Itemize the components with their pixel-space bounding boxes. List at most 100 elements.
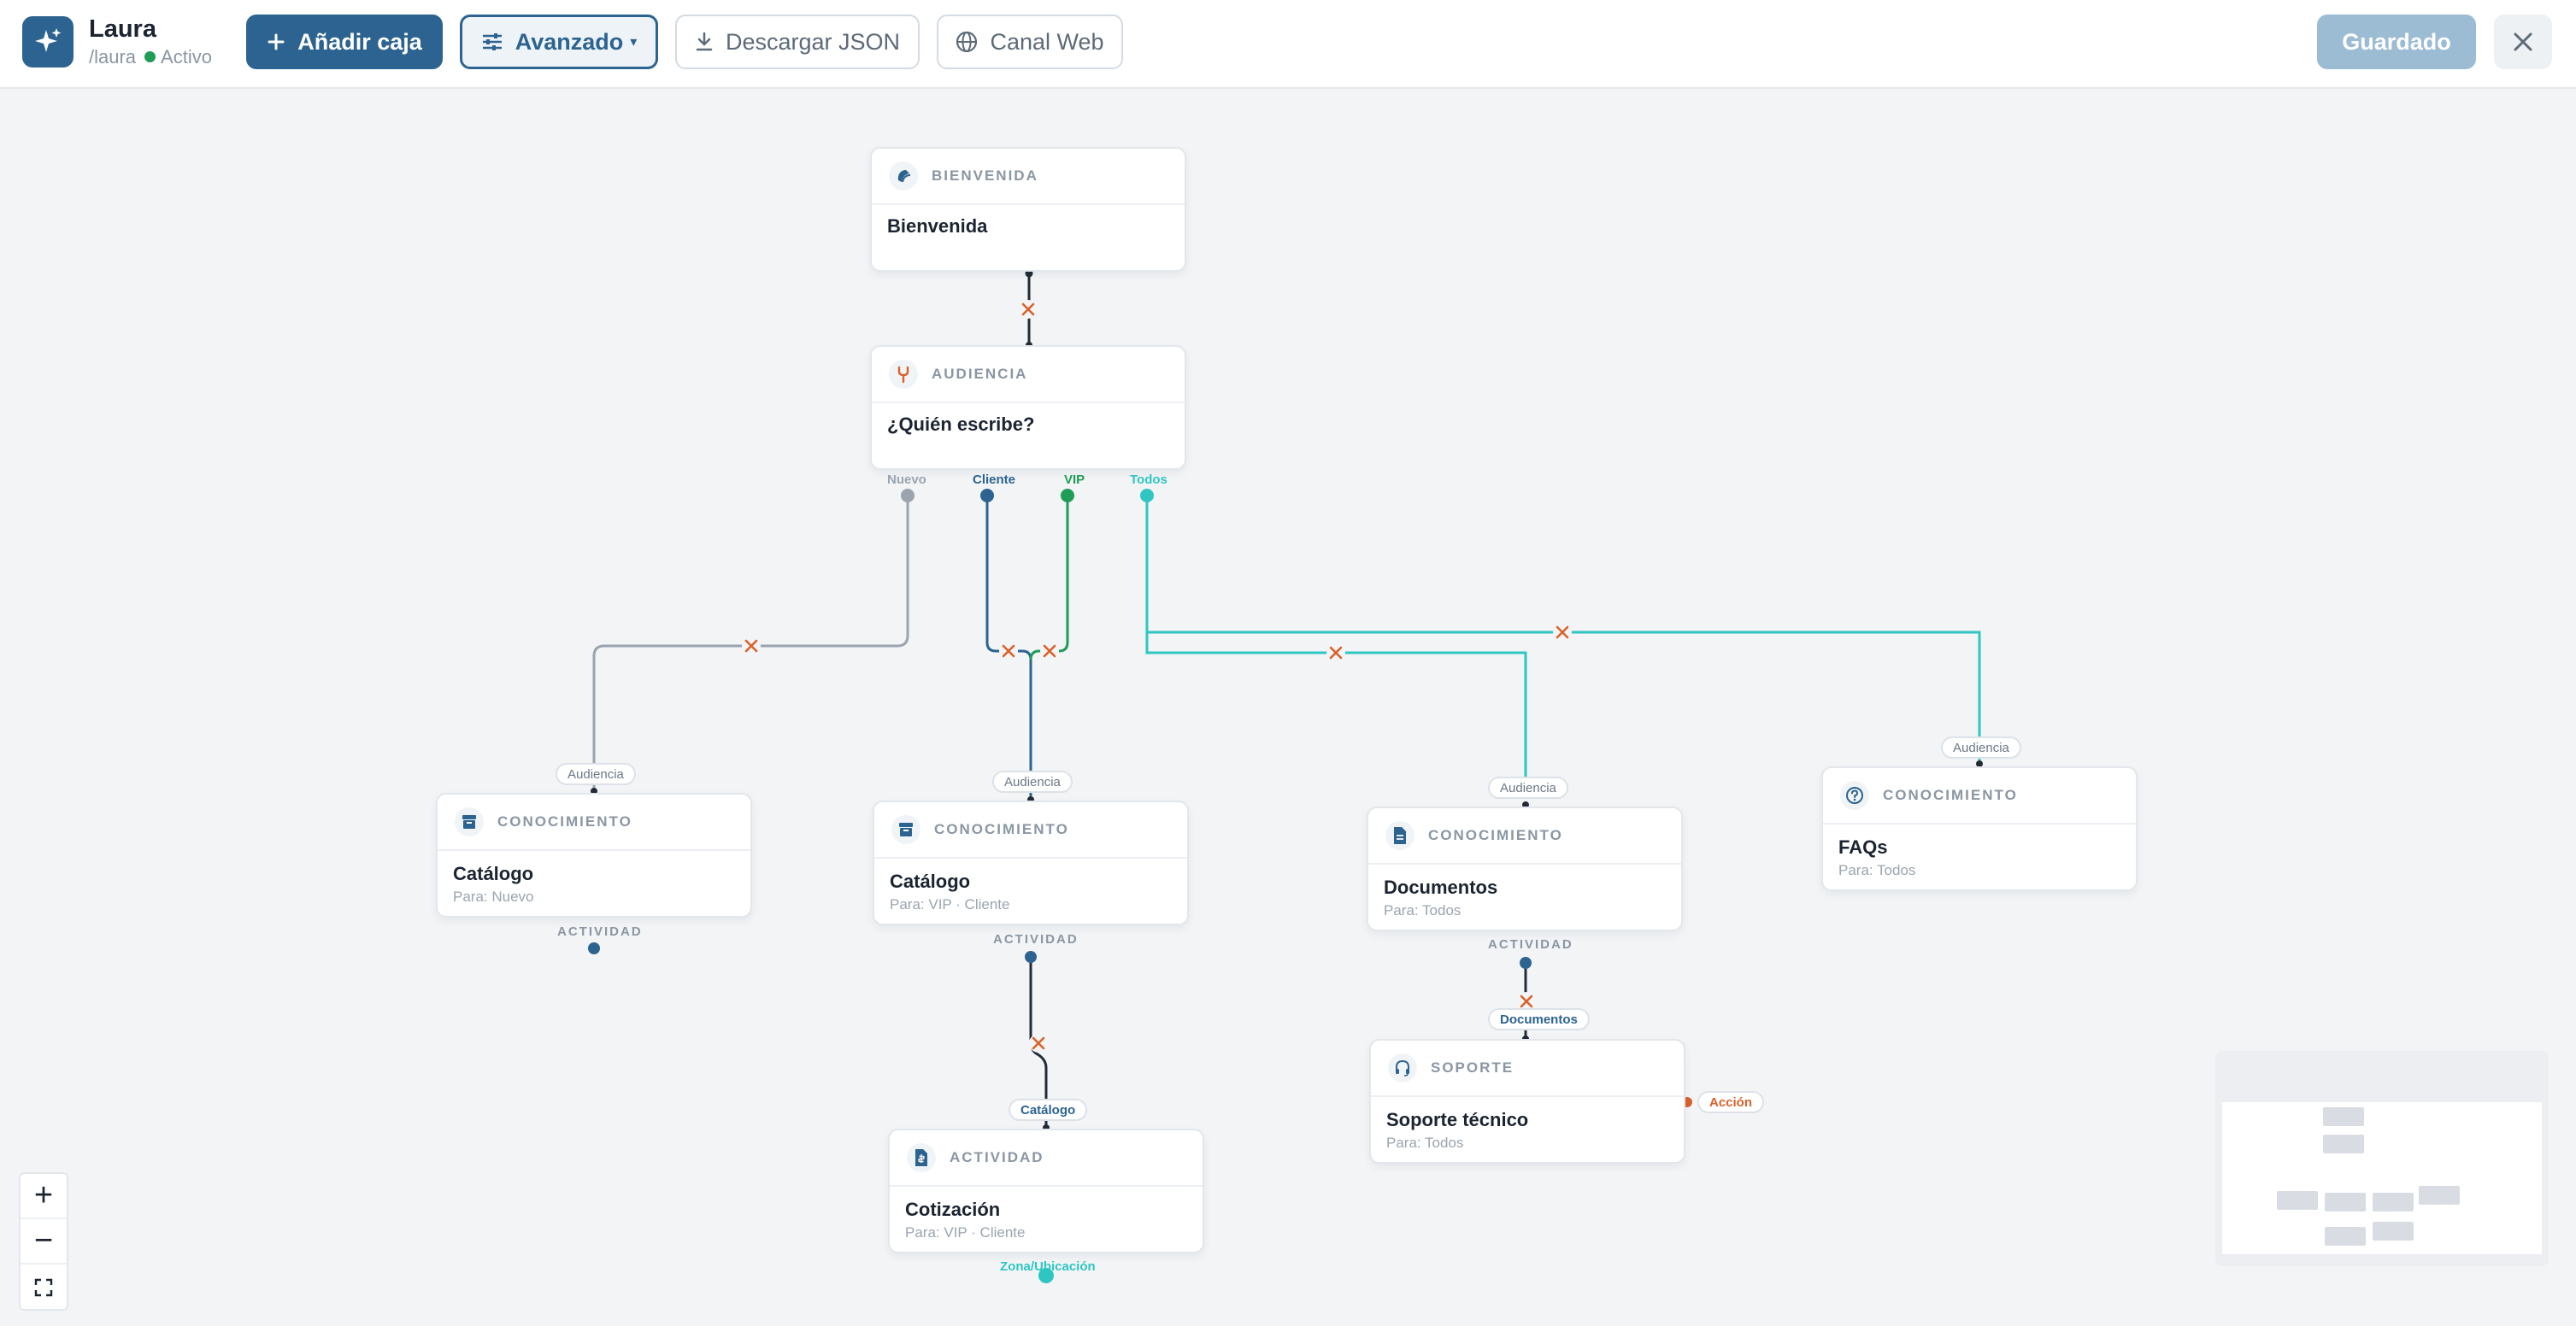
input-pill-catalog: Catálogo bbox=[1009, 1099, 1088, 1121]
node-support[interactable]: SOPORTE Soporte técnico Para: Todos bbox=[1369, 1039, 1685, 1164]
port-cliente-dot bbox=[980, 489, 994, 502]
node-title: ¿Quién escribe? bbox=[887, 414, 1035, 435]
port-activity-dot bbox=[588, 942, 600, 954]
port-activity-dot bbox=[1025, 951, 1037, 963]
plus-icon bbox=[268, 33, 285, 50]
node-type: SOPORTE bbox=[1431, 1059, 1514, 1076]
minimap-node bbox=[2325, 1227, 2366, 1246]
fit-view-button[interactable] bbox=[21, 1264, 67, 1310]
globe-icon bbox=[956, 31, 978, 53]
node-title: Soporte técnico bbox=[1386, 1109, 1529, 1130]
input-pill-audiencia: Audiencia bbox=[1488, 777, 1568, 799]
wire-cliente-catalog bbox=[985, 496, 1032, 796]
download-icon bbox=[696, 32, 713, 51]
node-documents[interactable]: CONOCIMIENTO Documentos Para: Todos bbox=[1367, 807, 1683, 931]
node-type: ACTIVIDAD bbox=[950, 1149, 1044, 1165]
add-box-label: Añadir caja bbox=[297, 28, 422, 55]
input-pill-documents: Documentos bbox=[1488, 1008, 1590, 1030]
web-channel-button[interactable]: Canal Web bbox=[937, 15, 1123, 69]
port-nuevo-dot bbox=[901, 489, 915, 502]
help-circle-icon bbox=[1840, 781, 1869, 810]
sparkle-icon bbox=[35, 28, 62, 52]
node-audience-tag: Para: VIP · Cliente bbox=[905, 1224, 1026, 1241]
port-label-cliente: Cliente bbox=[973, 472, 1016, 487]
document-icon bbox=[1385, 821, 1414, 850]
minimap-node bbox=[2323, 1135, 2364, 1153]
node-type: BIENVENIDA bbox=[932, 167, 1038, 184]
node-title: FAQs bbox=[1838, 836, 1888, 858]
minimap-node bbox=[2325, 1193, 2366, 1212]
output-label-activity: ACTIVIDAD bbox=[993, 932, 1079, 947]
minimap-node bbox=[2373, 1222, 2414, 1241]
node-catalog-new[interactable]: CONOCIMIENTO Catálogo Para: Nuevo bbox=[436, 793, 752, 918]
bot-status: Activo bbox=[161, 46, 212, 67]
node-welcome[interactable]: BIENVENIDA Bienvenida bbox=[870, 147, 1186, 272]
delete-connection-icon bbox=[999, 642, 1018, 660]
minimap[interactable] bbox=[2215, 1051, 2549, 1266]
output-label-zone: Zona/Ubicación bbox=[1000, 1259, 1096, 1274]
node-title: Catálogo bbox=[890, 871, 971, 892]
delete-connection-icon bbox=[1326, 643, 1345, 662]
wire-vip-catalog bbox=[1029, 496, 1069, 660]
node-title: Bienvenida bbox=[887, 215, 988, 237]
node-type: CONOCIMIENTO bbox=[1428, 827, 1563, 843]
input-pill-audiencia: Audiencia bbox=[556, 763, 636, 785]
branch-icon bbox=[889, 360, 918, 389]
node-audience-tag: Para: Todos bbox=[1386, 1135, 1464, 1151]
advanced-button[interactable]: Avanzado ▾ bbox=[460, 15, 658, 69]
bot-name: Laura bbox=[89, 15, 156, 43]
node-type: CONOCIMIENTO bbox=[497, 813, 632, 830]
port-label-nuevo: Nuevo bbox=[887, 472, 926, 487]
welcome-icon bbox=[889, 161, 918, 191]
delete-connection-icon bbox=[1019, 300, 1038, 319]
download-json-label: Descargar JSON bbox=[725, 28, 901, 55]
node-title: Cotización bbox=[905, 1199, 1001, 1220]
web-channel-label: Canal Web bbox=[990, 28, 1104, 55]
node-audience-tag: Para: Todos bbox=[1838, 862, 1916, 878]
output-label-activity: ACTIVIDAD bbox=[557, 924, 643, 939]
port-activity-dot bbox=[1520, 957, 1532, 969]
node-type: CONOCIMIENTO bbox=[1883, 787, 2018, 803]
zoom-in-button[interactable]: + bbox=[21, 1174, 67, 1219]
input-pill-audiencia: Audiencia bbox=[992, 771, 1073, 793]
node-title: Documentos bbox=[1384, 877, 1498, 898]
wire-nuevo-catalog bbox=[592, 496, 909, 789]
node-catalog-vip[interactable]: CONOCIMIENTO Catálogo Para: VIP · Client… bbox=[873, 801, 1189, 925]
node-type: AUDIENCIA bbox=[932, 366, 1028, 382]
archive-icon bbox=[455, 807, 484, 836]
zoom-out-button[interactable]: − bbox=[21, 1219, 67, 1264]
delete-connection-icon bbox=[1040, 642, 1059, 660]
close-button[interactable] bbox=[2494, 15, 2552, 69]
output-label-activity: ACTIVIDAD bbox=[1488, 937, 1573, 952]
close-icon bbox=[2514, 32, 2532, 51]
port-todos-dot bbox=[1140, 489, 1154, 502]
minimap-node bbox=[2419, 1186, 2460, 1205]
node-quote[interactable]: ACTIVIDAD Cotización Para: VIP · Cliente bbox=[888, 1129, 1204, 1253]
delete-connection-icon bbox=[742, 637, 761, 655]
node-type: CONOCIMIENTO bbox=[934, 821, 1069, 837]
port-label-vip: VIP bbox=[1064, 472, 1085, 487]
minimap-node bbox=[2323, 1107, 2364, 1126]
node-audience-tag: Para: Todos bbox=[1384, 902, 1461, 918]
zoom-controls: + − bbox=[19, 1172, 68, 1311]
port-label-todos: Todos bbox=[1130, 472, 1167, 487]
sliders-icon bbox=[482, 33, 502, 50]
advanced-label: Avanzado bbox=[515, 28, 624, 55]
headset-icon bbox=[1388, 1053, 1417, 1083]
wire-todos-faqs bbox=[1145, 496, 1981, 762]
caret-down-icon: ▾ bbox=[630, 35, 638, 50]
status-dot bbox=[144, 51, 156, 62]
saved-button[interactable]: Guardado bbox=[2317, 15, 2476, 69]
add-box-button[interactable]: Añadir caja bbox=[246, 15, 443, 69]
node-audience-tag: Para: Nuevo bbox=[453, 889, 534, 905]
output-pill-action[interactable]: Acción bbox=[1697, 1091, 1765, 1113]
download-json-button[interactable]: Descargar JSON bbox=[675, 15, 920, 69]
fit-screen-icon bbox=[34, 1278, 53, 1296]
minimap-node bbox=[2277, 1191, 2318, 1210]
quote-document-icon bbox=[907, 1143, 936, 1172]
node-audience[interactable]: AUDIENCIA ¿Quién escribe? bbox=[870, 345, 1186, 470]
node-faqs[interactable]: CONOCIMIENTO FAQs Para: Todos bbox=[1821, 766, 2138, 891]
delete-connection-icon bbox=[1029, 1034, 1048, 1053]
